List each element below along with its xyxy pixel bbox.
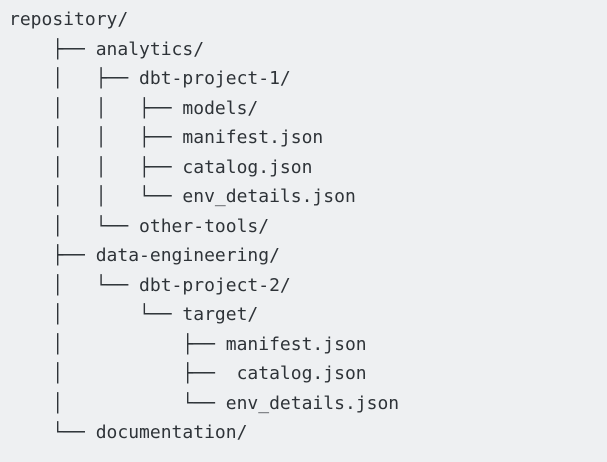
tree-line-documentation: └── documentation/ xyxy=(9,422,248,443)
tree-line-catalog-json-2: │ ├── catalog.json xyxy=(9,363,367,384)
tree-line-data-engineering: ├── data-engineering/ xyxy=(9,245,280,266)
tree-line-analytics: ├── analytics/ xyxy=(9,38,205,60)
tree-line-manifest-json-1: │ │ ├── manifest.json xyxy=(9,127,324,148)
tree-line-target: │ └── target/ xyxy=(9,304,259,325)
tree-line-dbt-project-1: │ ├── dbt-project-1/ xyxy=(9,68,291,89)
tree-line-dbt-project-2: │ └── dbt-project-2/ xyxy=(9,274,291,296)
tree-line-models: │ │ ├── models/ xyxy=(9,97,259,119)
tree-line-catalog-json-1: │ │ ├── catalog.json xyxy=(9,156,313,178)
tree-line-repository: repository/ xyxy=(9,9,129,30)
tree-line-env-details-json-1: │ │ └── env_details.json xyxy=(9,186,356,207)
tree-line-other-tools: │ └── other-tools/ xyxy=(9,215,270,237)
tree-line-manifest-json-2: │ ├── manifest.json xyxy=(9,333,367,355)
tree-line-env-details-json-2: │ └── env_details.json xyxy=(9,392,400,414)
